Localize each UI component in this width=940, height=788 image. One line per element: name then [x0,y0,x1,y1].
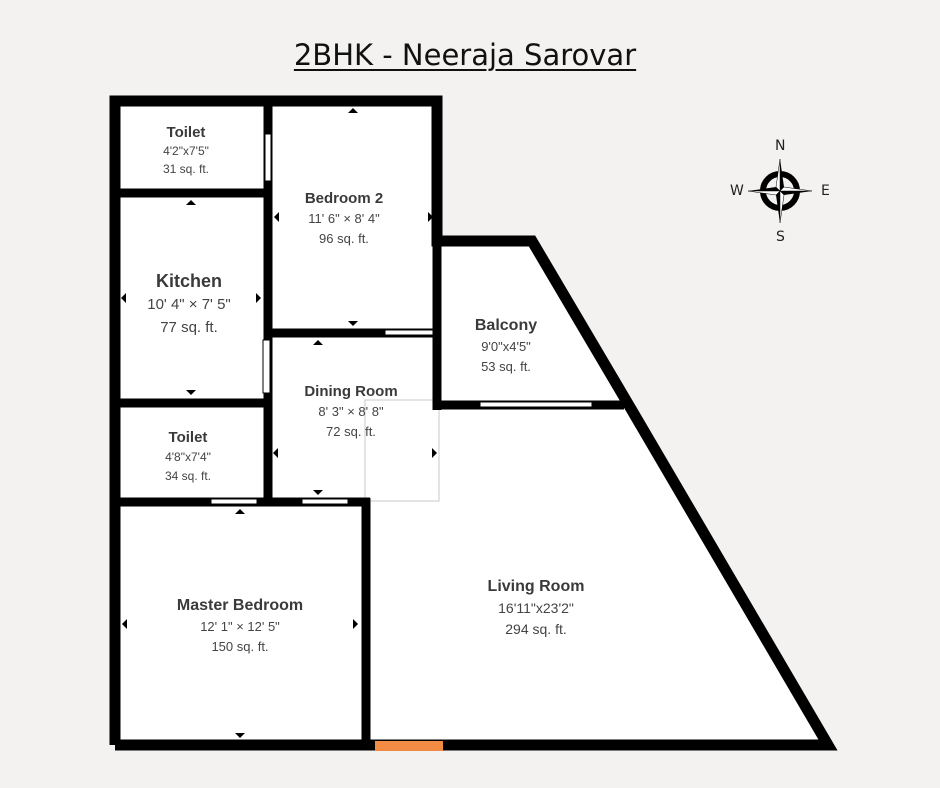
window-toilet1-bedroom2 [264,133,272,182]
room-toilet-2: Toilet 4'8"x7'4" 34 sq. ft. [165,429,211,485]
dimension-markers [121,108,437,738]
room-dimensions: 11' 6" × 8' 4" [308,211,380,226]
room-kitchen: Kitchen 10' 4" × 7' 5" 77 sq. ft. [147,269,231,339]
room-area: 31 sq. ft. [162,162,210,176]
room-dimensions: 12' 1" × 12' 5" [200,619,280,634]
compass-rose-icon [747,158,813,224]
compass-west: W [730,183,744,199]
room-name: Balcony [474,317,538,334]
compass-south: S [776,229,785,245]
compass-east: E [821,183,830,199]
window-kitchen-dining [262,339,271,394]
room-dimensions: 9'0"x4'5" [481,339,531,354]
room-bedroom-2: Bedroom 2 11' 6" × 8' 4" 96 sq. ft. [305,189,383,249]
room-toilet-1: Toilet 4'2"x7'5" 31 sq. ft. [163,124,209,178]
room-balcony: Balcony 9'0"x4'5" 53 sq. ft. [475,315,537,377]
window-balcony [479,401,593,408]
room-living-room: Living Room 16'11"x23'2" 294 sq. ft. [488,576,585,640]
room-area: 34 sq. ft. [164,469,212,483]
room-area: 150 sq. ft. [211,639,269,654]
room-area: 294 sq. ft. [505,621,567,637]
room-dimensions: 10' 4" × 7' 5" [147,296,231,313]
room-master-bedroom: Master Bedroom 12' 1" × 12' 5" 150 sq. f… [177,595,303,657]
room-name: Bedroom 2 [304,190,384,207]
main-door[interactable] [375,741,443,751]
window-toilet2-master [210,498,258,505]
room-name: Master Bedroom [176,597,304,614]
room-name: Dining Room [304,383,398,400]
room-area: 53 sq. ft. [481,359,531,374]
room-dining-room: Dining Room 8' 3" × 8' 8" 72 sq. ft. [304,382,397,442]
room-area: 77 sq. ft. [160,319,218,336]
page-title: 2BHK - Neeraja Sarovar [293,38,637,72]
room-area: 96 sq. ft. [319,231,369,246]
room-name: Kitchen [155,271,222,291]
windows [210,133,593,505]
room-area: 72 sq. ft. [326,424,376,439]
room-dimensions: 4'8"x7'4" [165,450,211,464]
window-bedroom2-dining [384,329,434,336]
floor-area [115,101,826,745]
room-dimensions: 4'2"x7'5" [163,144,209,158]
dining-extension [364,399,440,502]
room-name: Toilet [168,429,208,446]
outer-walls [109,95,838,751]
compass-north: N [775,138,786,154]
room-name: Toilet [166,124,206,141]
room-name: Living Room [487,578,585,595]
room-dimensions: 8' 3" × 8' 8" [318,404,384,419]
room-dimensions: 16'11"x23'2" [498,600,574,616]
window-dining-master [301,498,349,505]
